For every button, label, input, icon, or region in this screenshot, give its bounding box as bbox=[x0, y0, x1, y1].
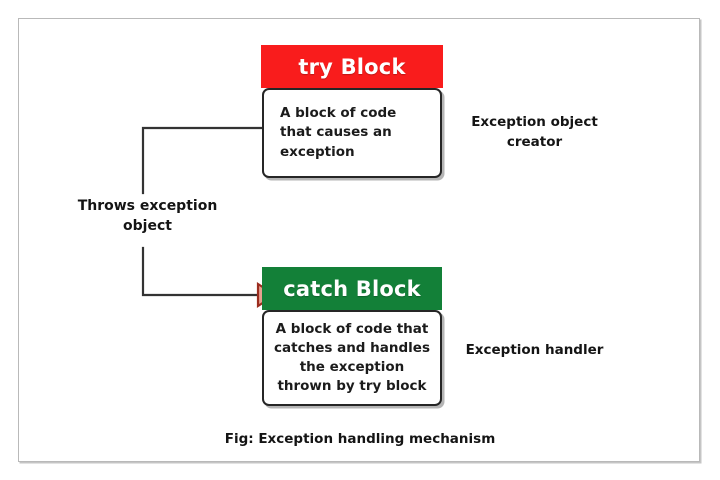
catch-block-body: A block of code that catches and handles… bbox=[262, 310, 442, 406]
catch-block-header: catch Block bbox=[262, 267, 442, 310]
exception-handler-label: Exception handler bbox=[465, 342, 604, 358]
try-block-description: A block of code that causes an exception bbox=[280, 105, 397, 160]
catch-block-title: catch Block bbox=[283, 276, 421, 301]
throws-exception-label: Throws exception object bbox=[77, 198, 218, 235]
try-block-title: try Block bbox=[298, 54, 406, 79]
figure-caption: Fig: Exception handling mechanism bbox=[224, 431, 496, 447]
try-block-body: A block of code that causes an exception bbox=[262, 88, 442, 178]
exception-object-creator-label: Exception object creator bbox=[471, 114, 598, 150]
try-block-header: try Block bbox=[261, 45, 443, 88]
catch-block-description: A block of code that catches and handles… bbox=[274, 320, 430, 395]
